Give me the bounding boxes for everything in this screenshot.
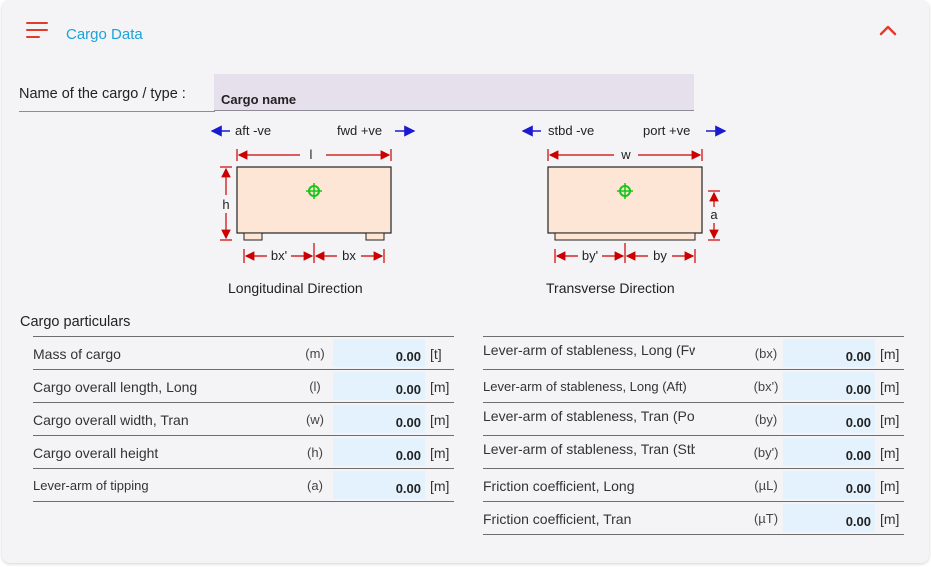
- port-label: port +ve: [643, 123, 690, 138]
- length-input[interactable]: 0.00: [333, 372, 425, 400]
- param-label: Lever-arm of tipping: [33, 478, 149, 493]
- param-unit: [m]: [430, 445, 450, 461]
- table-row: Lever-arm of stableness, Long (Fwd) (bx)…: [483, 337, 904, 370]
- param-label: Lever-arm of stableness, Long (Fwd): [483, 342, 695, 358]
- transverse-diagram: stbd -ve port +ve w a by' by: [521, 123, 727, 263]
- param-symbol: (bx'): [753, 379, 779, 394]
- table-row: Cargo overall height (h) 0.00 [m]: [33, 436, 454, 469]
- chevron-up-icon[interactable]: [878, 22, 898, 38]
- cargo-name-underline: [19, 111, 215, 112]
- by-input[interactable]: 0.00: [783, 405, 875, 433]
- table-row: Lever-arm of stableness, Tran (Port) (by…: [483, 403, 904, 436]
- tipping-arm-input[interactable]: 0.00: [333, 471, 425, 499]
- table-row: Mass of cargo (m) 0.00 [t]: [33, 337, 454, 370]
- param-label: Mass of cargo: [33, 346, 121, 362]
- fwd-label: fwd +ve: [337, 123, 382, 138]
- param-label: Cargo overall height: [33, 445, 159, 461]
- param-label: Lever-arm of stableness, Long (Aft): [483, 379, 687, 394]
- param-label: Lever-arm of stableness, Tran (Stbd): [483, 441, 695, 457]
- particulars-left-table: Mass of cargo (m) 0.00 [t] Cargo overall…: [33, 336, 454, 502]
- transverse-caption: Transverse Direction: [546, 280, 675, 296]
- param-label: Cargo overall length, Long: [33, 379, 198, 395]
- panel-title: Cargo Data: [66, 26, 143, 43]
- bx-prime-symbol: bx': [271, 248, 287, 263]
- aft-label: aft -ve: [235, 123, 271, 138]
- height-symbol: h: [222, 197, 229, 212]
- param-unit: [m]: [880, 445, 900, 461]
- table-row: Cargo overall length, Long (l) 0.00 [m]: [33, 370, 454, 403]
- cargo-name-input[interactable]: [214, 74, 694, 111]
- width-input[interactable]: 0.00: [333, 405, 425, 433]
- friction-tran-input[interactable]: 0.00: [783, 504, 875, 532]
- param-label: Friction coefficient, Long: [483, 478, 635, 494]
- param-label: Cargo overall width, Tran: [33, 412, 189, 428]
- table-row: Friction coefficient, Long (µL) 0.00 [m]: [483, 469, 904, 502]
- by-prime-symbol: by': [582, 248, 598, 263]
- param-label: Lever-arm of stableness, Tran (Port): [483, 408, 695, 424]
- width-symbol: w: [620, 147, 631, 162]
- param-unit: [m]: [430, 379, 450, 395]
- param-symbol: (h): [307, 445, 323, 460]
- table-row: Lever-arm of stableness, Tran (Stbd) (by…: [483, 436, 904, 469]
- param-symbol: (a): [307, 478, 323, 493]
- param-unit: [m]: [880, 379, 900, 395]
- param-symbol: (l): [309, 379, 321, 394]
- cargo-box-transverse: [547, 166, 703, 234]
- stbd-label: stbd -ve: [548, 123, 594, 138]
- param-symbol: (µL): [754, 478, 778, 493]
- longitudinal-caption: Longitudinal Direction: [228, 280, 363, 296]
- bx-input[interactable]: 0.00: [783, 339, 875, 367]
- length-symbol: l: [310, 147, 313, 162]
- height-input[interactable]: 0.00: [333, 438, 425, 466]
- param-unit: [m]: [880, 346, 900, 362]
- param-unit: [m]: [430, 478, 450, 494]
- param-symbol: (µT): [753, 511, 779, 526]
- param-symbol: (bx): [754, 346, 778, 361]
- table-row: Cargo overall width, Tran (w) 0.00 [m]: [33, 403, 454, 436]
- table-row: Lever-arm of tipping (a) 0.00 [m]: [33, 469, 454, 502]
- param-unit: [m]: [880, 478, 900, 494]
- param-unit: [t]: [430, 346, 442, 362]
- friction-long-input[interactable]: 0.00: [783, 471, 875, 499]
- param-label: Friction coefficient, Tran: [483, 511, 632, 527]
- bx-prime-input[interactable]: 0.00: [783, 372, 875, 400]
- center-of-gravity-icon: [306, 183, 322, 199]
- by-symbol: by: [653, 248, 667, 263]
- param-unit: [m]: [880, 412, 900, 428]
- by-prime-input[interactable]: 0.00: [783, 438, 875, 466]
- table-row: Friction coefficient, Tran (µT) 0.00 [m]: [483, 502, 904, 535]
- tipping-arm-symbol: a: [710, 207, 718, 222]
- center-of-gravity-icon: [617, 183, 633, 199]
- param-symbol: (by): [754, 412, 778, 427]
- param-unit: [m]: [880, 511, 900, 527]
- longitudinal-diagram: aft -ve fwd +ve l h bx' bx: [210, 123, 416, 263]
- mass-input[interactable]: 0.00: [333, 339, 425, 367]
- param-symbol: (w): [305, 412, 325, 427]
- hamburger-menu-icon[interactable]: [26, 20, 52, 42]
- particulars-right-table: Lever-arm of stableness, Long (Fwd) (bx)…: [483, 336, 904, 535]
- param-symbol: (m): [305, 346, 325, 361]
- param-symbol: (by'): [753, 445, 779, 460]
- table-row: Lever-arm of stableness, Long (Aft) (bx'…: [483, 370, 904, 403]
- param-unit: [m]: [430, 412, 450, 428]
- cargo-box: [236, 166, 392, 234]
- cargo-name-label: Name of the cargo / type :: [19, 86, 186, 102]
- cargo-particulars-title: Cargo particulars: [20, 314, 131, 330]
- bx-symbol: bx: [342, 248, 356, 263]
